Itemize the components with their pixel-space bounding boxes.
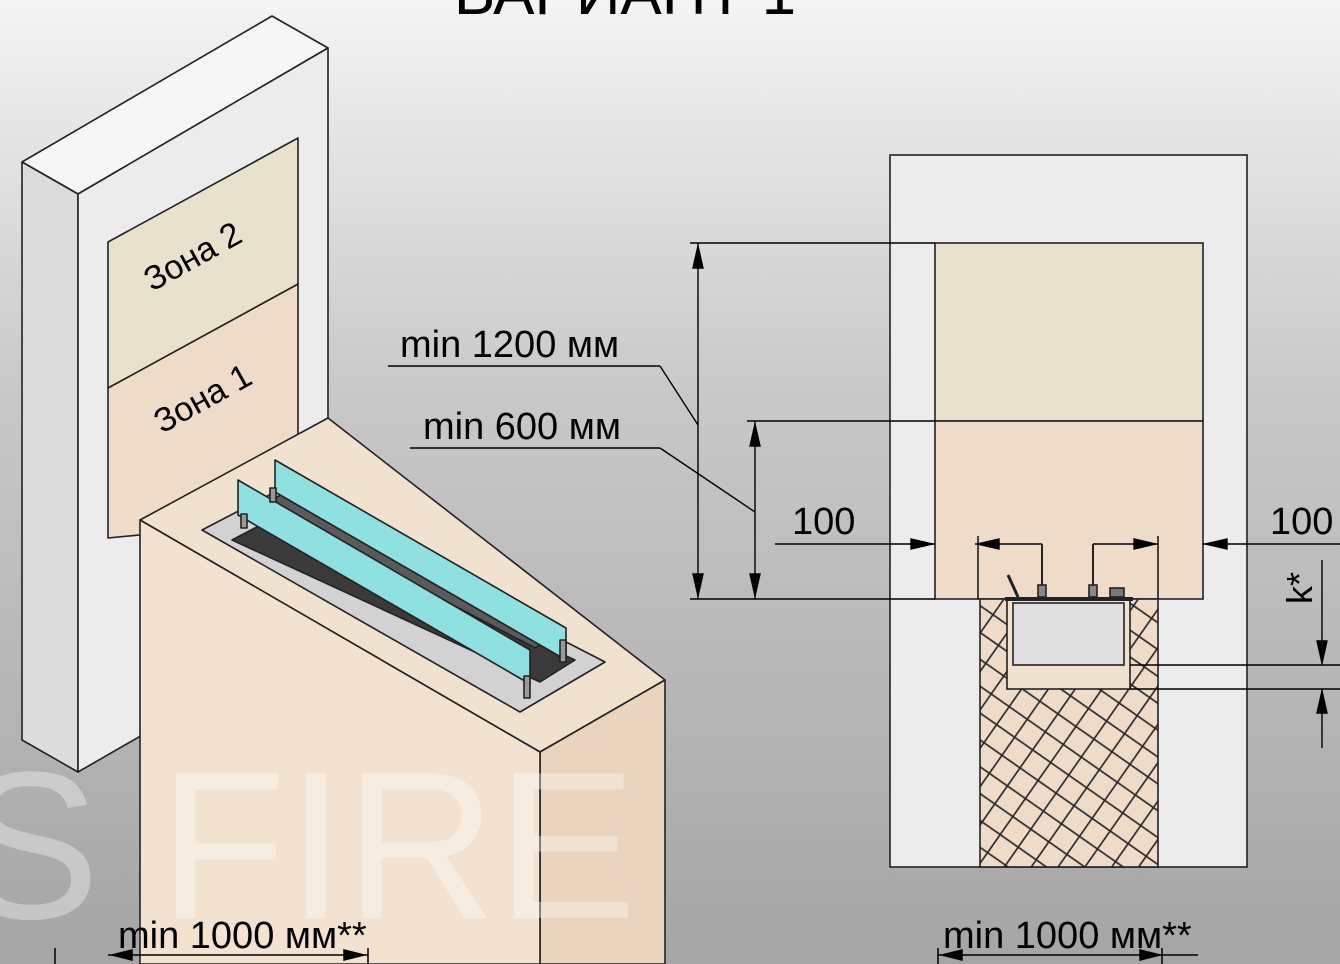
plinth-side-face [139, 519, 541, 964]
glass-post [559, 639, 567, 663]
glass-post [240, 513, 248, 529]
k-dimension [1130, 560, 1340, 748]
watermark: S FIRE [0, 728, 637, 963]
wall-side-face [21, 161, 79, 773]
min-height-total-label: min 1200 мм [400, 324, 619, 366]
front-height-dimensions [388, 242, 935, 600]
glass-post [269, 487, 277, 503]
diagram-title: ВАРИАНТ 1 [454, 0, 796, 28]
zone2-area-iso [107, 137, 299, 389]
front-width-dimension [937, 948, 1198, 964]
iso-width-label: min 1000 мм** [118, 915, 367, 957]
side-gap-dimensions [775, 536, 1340, 599]
min-height-zone1-label: min 600 мм [423, 406, 621, 448]
k-label: k* [1279, 572, 1320, 604]
zone2-area-front [934, 242, 1204, 422]
iso-width-dimension [54, 948, 369, 964]
isometric-view [21, 15, 666, 964]
burner-box-inner [1012, 602, 1125, 666]
side-gap-left-label: 100 [792, 501, 855, 543]
front-view [889, 154, 1248, 868]
side-gap-right-label: 100 [1270, 501, 1333, 543]
zone1-area-front [934, 420, 1204, 600]
glass-post [523, 675, 531, 699]
front-width-label: min 1000 мм** [943, 915, 1192, 957]
